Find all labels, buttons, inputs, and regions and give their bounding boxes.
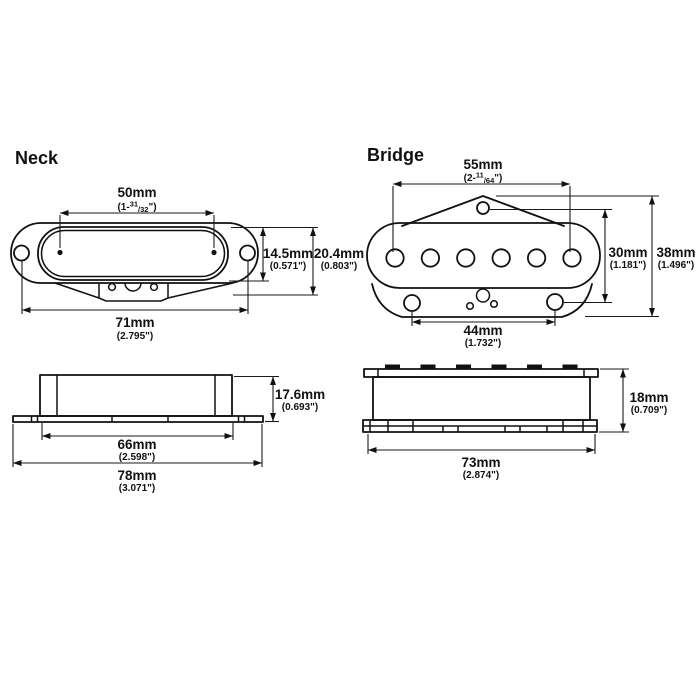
- neck-side-body-width-in: (2.598"): [119, 452, 155, 463]
- neck-cover-height-in: (0.571"): [270, 261, 306, 272]
- bridge-mount-hole-left: [403, 294, 421, 312]
- bridge-top-view: 55mm (2-11/64") 44mm (1.732") 30mm (1.18…: [366, 157, 696, 349]
- neck-side-baseplate-segments: [30, 416, 246, 422]
- neck-baseplate-hole-right: [149, 282, 159, 292]
- neck-side-height-in: (0.693"): [282, 402, 318, 413]
- bridge-plate-stadium: [366, 222, 601, 289]
- neck-side-body: [39, 374, 233, 417]
- neck-side-dim-total-width: 78mm (3.071"): [12, 424, 263, 494]
- neck-mount-spread-mm: 71mm: [115, 315, 154, 330]
- neck-side-total-width-mm: 78mm: [117, 468, 156, 483]
- bridge-side-height-in: (0.709"): [631, 405, 667, 416]
- bridge-inner-height-mm: 30mm: [608, 245, 647, 260]
- bridge-side-total-width-in: (2.874"): [463, 470, 499, 481]
- neck-title: Neck: [15, 148, 59, 168]
- neck-dim-pole-spread: 50mm (1-31/32"): [59, 185, 215, 248]
- neck-baseplate-hole-left: [107, 282, 117, 292]
- neck-pole-spread-mm: 50mm: [117, 185, 156, 200]
- neck-pole-dot-left: [57, 249, 63, 256]
- neck-top-view: 50mm (1-31/32") 71mm (2.795") 14.5mm (0.…: [10, 185, 364, 342]
- neck-mount-spread-in: (2.795"): [117, 331, 153, 342]
- bridge-pole-spread-in: (2-11/64"): [464, 171, 503, 186]
- bridge-title: Bridge: [367, 145, 424, 165]
- neck-pole-spread-in: (1-31/32"): [117, 200, 156, 215]
- neck-baseplate-outline: [54, 282, 234, 302]
- bridge-mount-hole-right: [546, 293, 564, 311]
- bridge-side-baseplate-segments: [363, 420, 597, 432]
- neck-mount-hole-left: [13, 244, 30, 262]
- bridge-dim-pole-spread: 55mm (2-11/64"): [392, 157, 571, 252]
- neck-total-height-in: (0.803"): [321, 261, 357, 272]
- bridge-side-body: [372, 376, 591, 421]
- bridge-pole-spread-mm: 55mm: [463, 157, 502, 172]
- bridge-top-screw-hole: [476, 201, 490, 215]
- neck-side-baseplate: [12, 415, 264, 423]
- neck-shell-outline: [10, 222, 259, 284]
- bridge-side-top-plate: [363, 368, 599, 378]
- neck-cover-outer: [37, 226, 229, 281]
- neck-side-dim-body-width: 66mm (2.598"): [41, 423, 234, 463]
- neck-pole-dot-right: [211, 249, 217, 256]
- bridge-side-pole-stubs: [385, 364, 578, 370]
- bridge-wire-holes: [465, 288, 499, 311]
- neck-dim-heights: 14.5mm (0.571") 20.4mm (0.803"): [229, 226, 364, 296]
- bridge-side-dim-height: 18mm (0.709"): [599, 368, 669, 433]
- bridge-side-view: 18mm (0.709") 73mm (2.874"): [362, 364, 669, 481]
- bridge-side-dim-total-width: 73mm (2.874"): [367, 434, 596, 481]
- bridge-dim-heights: 30mm (1.181") 38mm (1.496"): [490, 195, 696, 318]
- bridge-inner-height-in: (1.181"): [610, 260, 646, 271]
- neck-cover-height-mm: 14.5mm: [263, 246, 313, 261]
- neck-side-dim-height: 17.6mm (0.693"): [234, 375, 325, 423]
- bridge-plate-bottom-flange: [371, 283, 593, 318]
- bridge-mount-spread-in: (1.732"): [465, 338, 501, 349]
- neck-total-height-mm: 20.4mm: [314, 246, 364, 261]
- neck-side-body-width-mm: 66mm: [117, 437, 156, 452]
- neck-mount-hole-right: [239, 244, 256, 262]
- neck-side-total-width-in: (3.071"): [119, 483, 155, 494]
- bridge-total-height-in: (1.496"): [658, 260, 694, 271]
- bridge-dim-mount-spread: 44mm (1.732"): [411, 311, 556, 349]
- bridge-side-height-mm: 18mm: [629, 390, 668, 405]
- neck-side-height-mm: 17.6mm: [275, 387, 325, 402]
- neck-side-view: 17.6mm (0.693") 66mm (2.598") 78mm (3.07…: [12, 374, 325, 494]
- bridge-side-total-width-mm: 73mm: [461, 455, 500, 470]
- bridge-total-height-mm: 38mm: [656, 245, 695, 260]
- bridge-pole-holes: [385, 248, 582, 268]
- bridge-mount-spread-mm: 44mm: [463, 323, 502, 338]
- bridge-plate-triangle: [401, 195, 565, 227]
- neck-dim-mount-spread: 71mm (2.795"): [21, 261, 249, 342]
- neck-cover-inner: [40, 229, 226, 278]
